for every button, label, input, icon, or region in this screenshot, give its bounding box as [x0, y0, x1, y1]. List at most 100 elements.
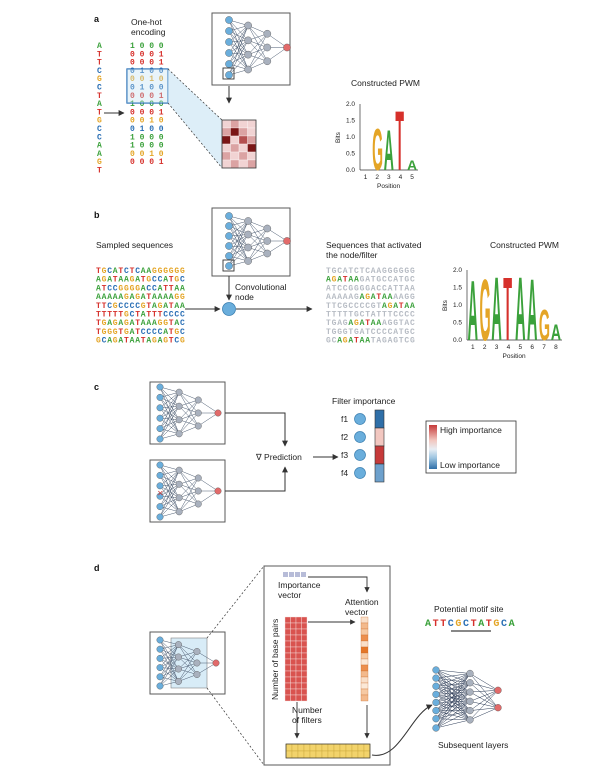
- attention-vector: [360, 616, 369, 702]
- network-edge: [196, 662, 217, 675]
- motif-base: C: [463, 619, 469, 630]
- sampled-base: A: [96, 284, 101, 293]
- network-edge: [435, 682, 471, 729]
- sampled-base: G: [163, 267, 168, 276]
- sampled-base: A: [141, 284, 146, 293]
- num-filters-label-1: Number: [292, 705, 322, 715]
- sampled-base: G: [124, 311, 129, 320]
- filter-node: [354, 431, 366, 443]
- network-edge: [469, 690, 499, 702]
- network-edge: [159, 497, 180, 507]
- activated-base: G: [337, 328, 342, 337]
- network-edge: [159, 656, 179, 677]
- network-edge: [159, 484, 180, 507]
- network-node: [175, 665, 182, 673]
- network-edge: [228, 245, 249, 262]
- network-edge: [178, 644, 198, 664]
- sampled-base: G: [135, 293, 140, 302]
- filter-cell: [238, 151, 248, 161]
- network-edge: [159, 485, 180, 498]
- network-node: [194, 422, 202, 430]
- sampled-base: C: [163, 311, 168, 320]
- attention-cell: [360, 676, 369, 684]
- pwm-letter: T: [503, 259, 512, 360]
- network-node: [263, 237, 272, 245]
- network-edge: [179, 391, 199, 401]
- sampled-base: A: [107, 293, 112, 302]
- activated-base: G: [388, 319, 393, 328]
- network-edge: [228, 25, 249, 43]
- output-cell: [285, 750, 293, 759]
- sampled-base: T: [141, 276, 146, 285]
- legend-low: Low importance: [440, 460, 500, 470]
- filter-cell: [221, 143, 231, 153]
- network-edge: [435, 694, 471, 711]
- activated-base: C: [365, 302, 370, 311]
- importance-cell: [289, 572, 294, 577]
- sampled-base: G: [130, 276, 135, 285]
- network-edge: [159, 668, 179, 687]
- pwm-letter: A: [551, 320, 561, 345]
- attention-cell: [360, 622, 369, 630]
- filter-label: f2: [341, 432, 348, 442]
- network-node: [466, 679, 474, 687]
- pwm-y-tick: 1.0: [453, 302, 462, 309]
- network-node: [225, 49, 233, 57]
- importance-cell: [374, 427, 385, 447]
- network-edge: [247, 240, 268, 262]
- pwm-letter: A: [491, 259, 501, 360]
- feature-cell: [284, 682, 291, 690]
- feature-cell: [295, 622, 302, 630]
- filter-frame: [221, 119, 257, 169]
- output-cell: [309, 743, 317, 752]
- activated-base: C: [399, 311, 404, 320]
- network-edge: [159, 644, 179, 659]
- activated-base: C: [382, 284, 387, 293]
- activated-base: A: [393, 302, 398, 311]
- output-cell: [351, 743, 359, 752]
- network-node: [225, 16, 233, 24]
- network-edge: [247, 228, 268, 248]
- network-node: [432, 674, 440, 682]
- feature-cell: [284, 616, 291, 624]
- importance-cell: [374, 409, 385, 429]
- network-edge: [435, 669, 471, 721]
- network-node: [156, 636, 164, 644]
- feature-cell: [301, 640, 308, 648]
- network-node: [194, 500, 202, 508]
- activated-base: G: [360, 284, 365, 293]
- activated-base: T: [365, 311, 370, 320]
- activated-base: T: [393, 284, 398, 293]
- sampled-base: A: [135, 276, 140, 285]
- network-node: [263, 43, 272, 52]
- importance-legend-gradient: [429, 425, 437, 469]
- network-diagram-b: [225, 212, 291, 270]
- network-node: [175, 416, 183, 424]
- feature-cell: [284, 658, 291, 666]
- sampled-base: G: [163, 337, 168, 346]
- sampled-base: A: [174, 284, 179, 293]
- network-edge: [228, 54, 249, 76]
- sampled-base: A: [102, 293, 107, 302]
- importance-cell: [283, 572, 288, 577]
- panel-d: d Importance vector Attention vector Num…: [94, 563, 515, 766]
- pwm-x-label: Position: [503, 353, 527, 360]
- network-node: [432, 698, 440, 707]
- importance-vector: [283, 572, 306, 577]
- filter-cell: [230, 159, 240, 169]
- output-cell: [327, 750, 335, 759]
- filter-cell: [230, 127, 240, 137]
- panel-label-b: b: [94, 210, 100, 220]
- feature-cell: [290, 670, 297, 678]
- subsequent-network: [432, 666, 502, 732]
- output-node: [494, 686, 502, 694]
- feature-cell: [295, 646, 302, 654]
- activated-base: C: [337, 284, 342, 293]
- sampled-base: A: [180, 284, 185, 293]
- feature-cell: [295, 694, 302, 702]
- network-edge: [159, 644, 179, 668]
- output-node: [283, 43, 291, 52]
- filter-cell: [247, 127, 257, 137]
- activated-base: C: [388, 276, 393, 285]
